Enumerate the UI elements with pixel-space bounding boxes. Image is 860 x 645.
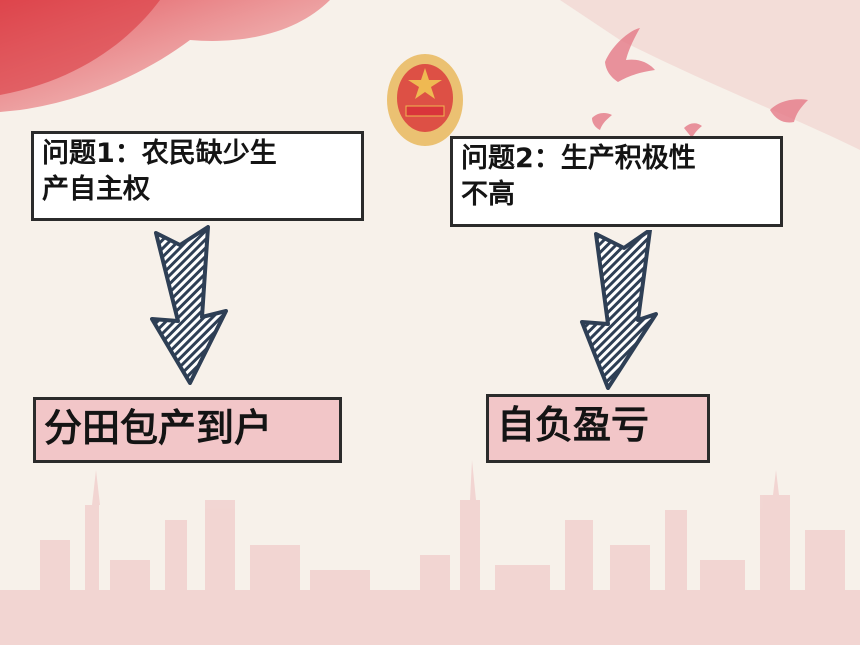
city-skyline-icon [0,460,860,645]
solution-box-2: 自负盈亏 [486,394,710,463]
problem-box-1: 问题1：农民缺少生 产自主权 [31,131,364,221]
problem-1-line-1: 问题1：农民缺少生 [42,138,277,169]
problem-2-line-2: 不高 [461,179,515,210]
problem-1-line-2: 产自主权 [42,174,150,205]
solution-2-text: 自负盈亏 [497,403,650,447]
solution-box-1: 分田包产到户 [33,397,342,463]
solution-1-text: 分田包产到户 [44,406,273,450]
arrow-down-icon [150,225,228,385]
arrow-down-icon [580,230,658,390]
youth-league-emblem-icon [387,54,463,146]
problem-box-2: 问题2：生产积极性 不高 [450,136,783,227]
flag-icon [0,0,330,112]
problem-2-line-1: 问题2：生产积极性 [461,143,696,174]
dove-icon [592,28,808,138]
